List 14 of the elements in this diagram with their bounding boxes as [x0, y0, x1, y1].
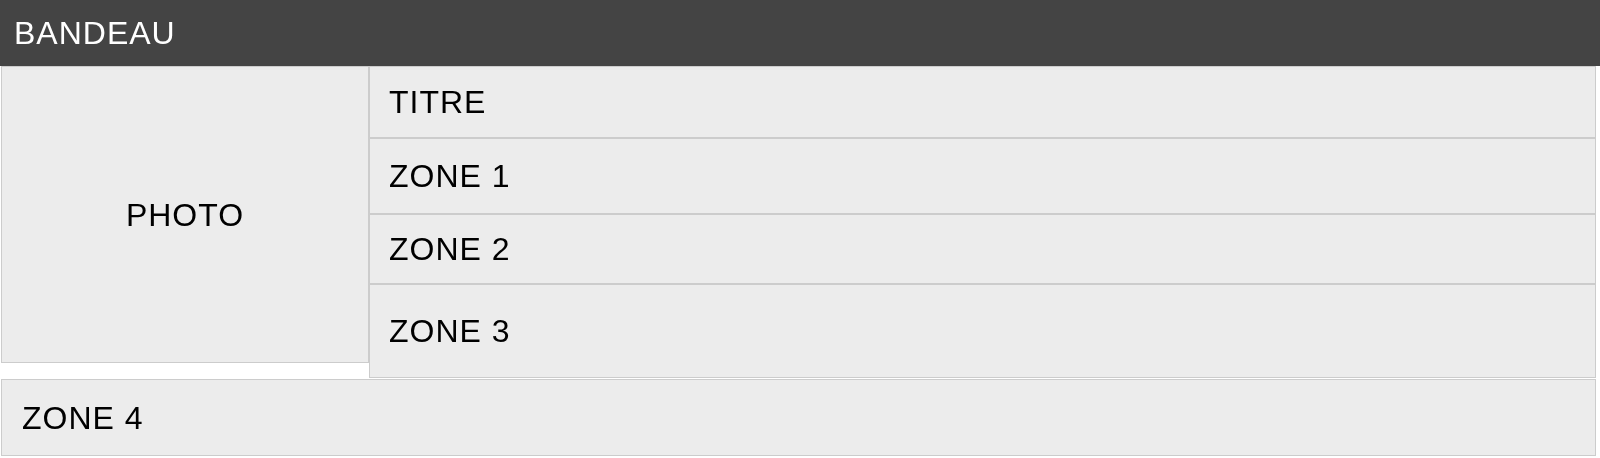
layout-zone — [369, 66, 1596, 138]
zone-label: PHOTO — [125, 198, 245, 231]
zone-label: BANDEAU — [14, 17, 176, 49]
zone-label: ZONE 1 — [389, 160, 511, 192]
header-band — [0, 0, 1600, 66]
layout-zone — [369, 138, 1596, 214]
zone-label: ZONE 4 — [22, 401, 144, 434]
layout-zone — [1, 66, 369, 363]
layout-zone — [1, 379, 1596, 456]
zone-label: ZONE 2 — [389, 233, 511, 265]
zone-label: TITRE — [389, 86, 487, 118]
layout-zone — [369, 214, 1596, 284]
layout-zone — [369, 284, 1596, 378]
zone-label: ZONE 3 — [389, 315, 511, 347]
